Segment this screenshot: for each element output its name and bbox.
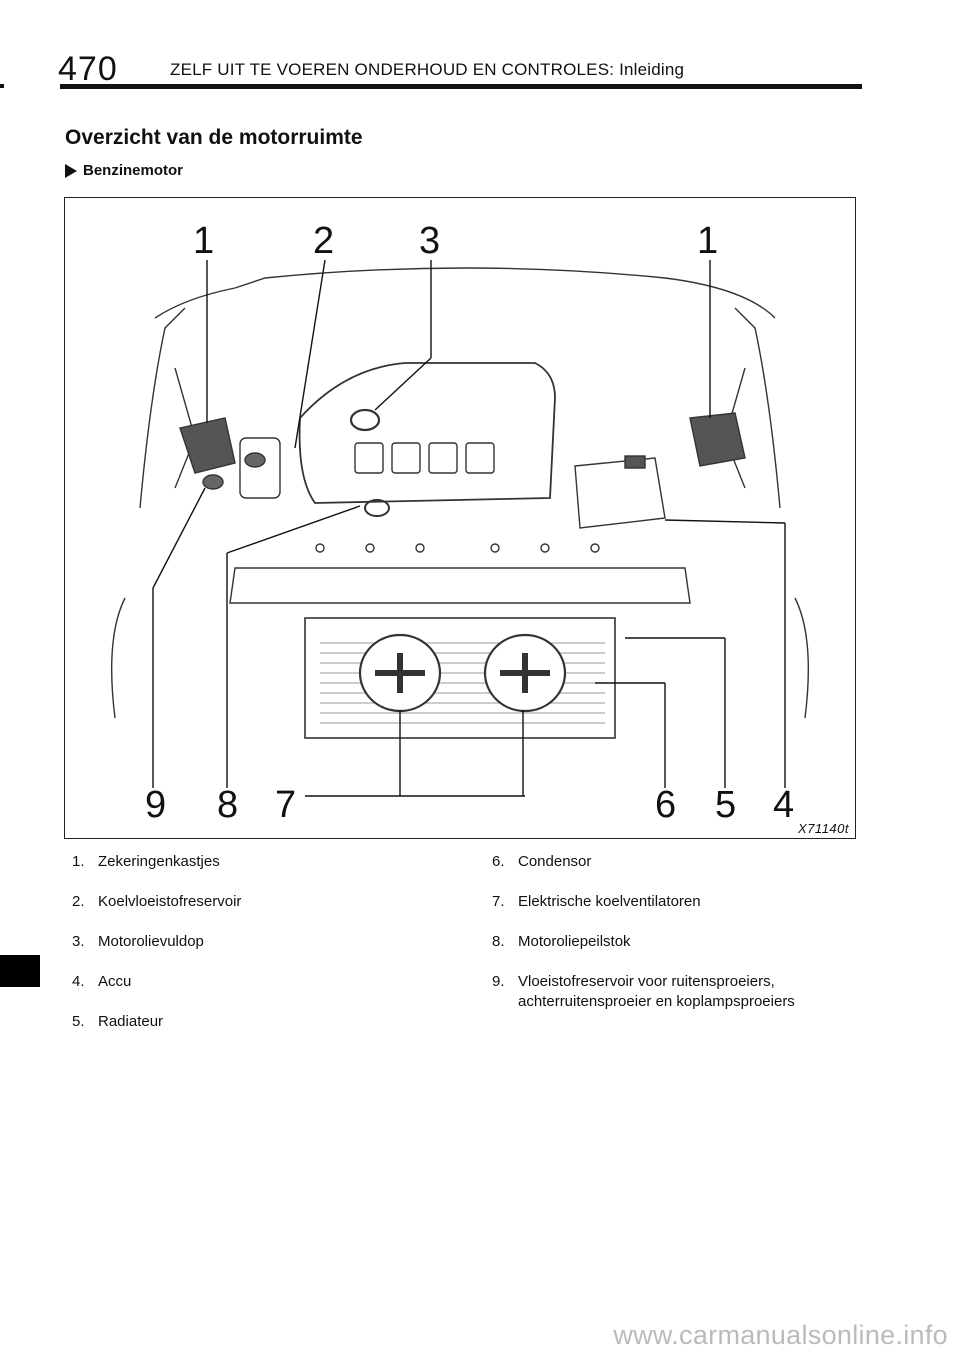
callout-1-right: 1 (697, 220, 719, 262)
oil-filler-cap (349, 408, 381, 432)
legend-item: 5. Radiateur (72, 1012, 241, 1032)
legend-number: 1. (72, 853, 85, 870)
legend-item: 7. Elektrische koelventilatoren (492, 892, 872, 912)
legend-left-column: 1. Zekeringenkastjes 2. Koelvloeistofres… (72, 852, 241, 1052)
coolant-reservoir (239, 437, 281, 499)
corner-mark (0, 84, 4, 88)
legend-text: Accu (98, 973, 132, 990)
legend-text: Koelvloeistofreservoir (98, 893, 242, 910)
legend-item: 8. Motoroliepeilstok (492, 932, 872, 952)
legend-text: Motorolievuldop (98, 933, 204, 950)
legend-item: 1. Zekeringenkastjes (72, 852, 241, 872)
callout-3: 3 (419, 220, 441, 262)
engine-bay-figure: 1 2 3 1 9 8 7 6 5 4 X71140t (64, 197, 856, 839)
legend-item: 4. Accu (72, 972, 241, 992)
legend-text: Condensor (518, 853, 592, 870)
engine-cover-panel (391, 442, 421, 474)
legend-text: Motoroliepeilstok (518, 933, 631, 950)
legend-item: 2. Koelvloeistofreservoir (72, 892, 241, 912)
fuse-box-left (179, 417, 236, 474)
legend-text: Zekeringenkastjes (98, 853, 220, 870)
engine-bay-illustration (110, 259, 810, 797)
triangle-bullet-icon (65, 163, 77, 178)
callout-8: 8 (217, 784, 239, 826)
legend-text: Vloeistofreservoir voor ruitensproeiers,… (518, 973, 795, 1010)
callout-9: 9 (145, 784, 167, 826)
legend-number: 9. (492, 973, 505, 990)
callout-1-left: 1 (193, 220, 215, 262)
legend-text: Radiateur (98, 1013, 164, 1030)
watermark: www.carmanualsonline.info (613, 1320, 948, 1350)
subsection-heading: Benzinemotor (65, 162, 183, 179)
subsection-title: Benzinemotor (83, 162, 184, 179)
legend-number: 2. (72, 893, 85, 910)
page-header-title: ZELF UIT TE VOEREN ONDERHOUD EN CONTROLE… (170, 60, 685, 79)
legend-text: Elektrische koelventilatoren (518, 893, 701, 910)
engine-cover-panel (428, 442, 458, 474)
header-rule (60, 84, 862, 89)
legend-number: 8. (492, 933, 505, 950)
chapter-tab-marker (0, 955, 40, 987)
battery-terminal (624, 455, 646, 469)
legend-number: 7. (492, 893, 505, 910)
callout-6: 6 (655, 784, 677, 826)
callout-7: 7 (275, 784, 297, 826)
legend-number: 3. (72, 933, 85, 950)
callout-4: 4 (773, 784, 795, 826)
legend-item: 6. Condensor (492, 852, 872, 872)
radiator (304, 617, 616, 739)
fuse-box-right (689, 412, 746, 467)
legend-item: 3. Motorolievuldop (72, 932, 241, 952)
legend-number: 5. (72, 1013, 85, 1030)
legend-item: 9. Vloeistofreservoir voor ruitensproeie… (492, 972, 872, 1012)
washer-fluid-cap (202, 474, 224, 490)
battery (574, 457, 666, 529)
figure-code: X71140t (798, 821, 849, 836)
engine-cover-panel (465, 442, 495, 474)
callout-5: 5 (715, 784, 737, 826)
engine-cover-panel (354, 442, 384, 474)
callout-2: 2 (313, 220, 335, 262)
legend-number: 4. (72, 973, 85, 990)
page-number: 470 (58, 50, 118, 88)
legend-right-column: 6. Condensor 7. Elektrische koelventilat… (492, 852, 872, 1032)
coolant-cap (244, 452, 266, 468)
oil-dipstick (364, 499, 390, 517)
section-title: Overzicht van de motorruimte (65, 126, 363, 149)
legend-number: 6. (492, 853, 505, 870)
